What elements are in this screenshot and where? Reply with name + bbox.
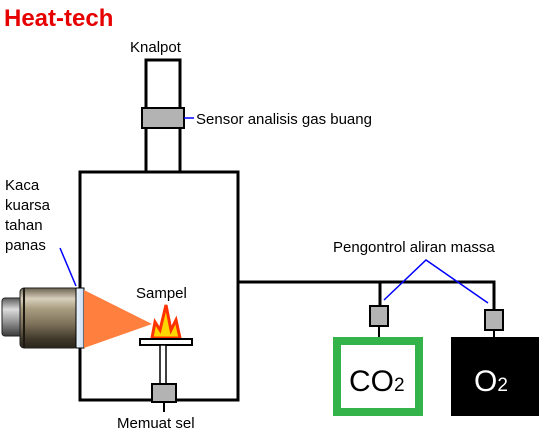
co2-formula-main: CO — [349, 365, 394, 398]
mass-flow-leader — [383, 259, 489, 304]
flame-icon — [150, 304, 182, 340]
quartz-glass-window — [75, 287, 85, 349]
quartz-glass-label-line-1: Kaca — [5, 177, 40, 194]
gas-sensor-label: Sensor analisis gas buang — [196, 111, 372, 128]
mass-flow-controller-co2 — [369, 305, 389, 327]
quartz-glass-label-line-4: panas — [5, 237, 46, 254]
o2-cylinder — [451, 337, 539, 416]
quartz-glass-leader — [59, 247, 77, 287]
quartz-glass-label-line-2: kuarsa — [5, 197, 51, 214]
quartz-glass-label-line-3: tahan — [5, 217, 43, 234]
co2-formula: CO2 — [349, 365, 405, 398]
o2-formula-sub: 2 — [497, 375, 508, 396]
gas-sensor — [141, 107, 185, 129]
sample-pedestal — [159, 344, 167, 386]
furnace-chamber — [78, 170, 240, 402]
o2-formula-main: O — [474, 365, 497, 398]
gas-supply-pipe — [238, 280, 496, 310]
mass-flow-label: Pengontrol aliran massa — [333, 239, 495, 256]
sample-tray — [139, 338, 193, 346]
heater-lamp — [1, 287, 79, 349]
co2-cylinder-label-panel — [341, 345, 415, 408]
heat-beam — [84, 290, 152, 348]
load-cell — [151, 383, 177, 403]
co2-formula-sub: 2 — [394, 375, 405, 396]
exhaust-label: Knalpot — [130, 39, 182, 56]
brand-logo: Heat-tech — [4, 5, 113, 32]
sample-label: Sampel — [136, 285, 187, 302]
mass-flow-controller-o2 — [484, 309, 504, 331]
load-cell-label: Memuat sel — [117, 415, 195, 432]
quartz-glass-label: Kaca kuarsa tahan panas — [5, 177, 54, 254]
o2-formula: O2 — [474, 365, 508, 398]
